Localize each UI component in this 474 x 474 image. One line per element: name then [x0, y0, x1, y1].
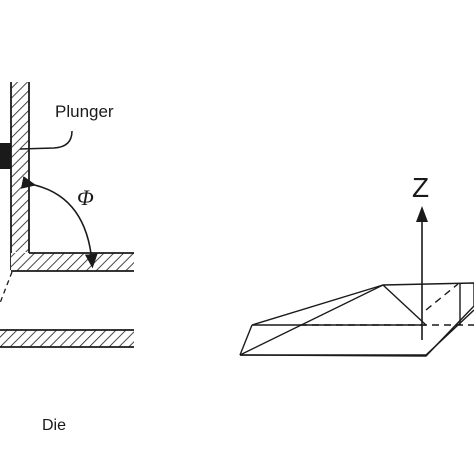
prism-3d-sketch [239, 282, 474, 357]
z-axis-arrowhead [416, 206, 428, 222]
die-label: Die [42, 417, 66, 434]
plunger-label: Plunger [55, 102, 114, 121]
prism-top-edge-mid [239, 324, 253, 356]
dashed-guide-line [0, 271, 13, 304]
prism-top-edge-left [251, 284, 384, 326]
prism-outline [239, 282, 474, 357]
angle-phi-label: Φ [77, 185, 94, 210]
z-axis-label: Z [412, 172, 429, 203]
prism-hidden-edge-diagonal [425, 283, 459, 311]
horizontal-die-base [11, 253, 134, 271]
angle-arc [20, 176, 98, 269]
prism-front-diagonal [425, 309, 474, 356]
plunger-block [0, 143, 11, 169]
lower-die-plate [0, 330, 134, 347]
vertical-die-wall [11, 82, 29, 252]
die-schematic [0, 82, 134, 348]
plunger-leader-line [19, 130, 73, 150]
prism-fold-line [382, 284, 427, 326]
